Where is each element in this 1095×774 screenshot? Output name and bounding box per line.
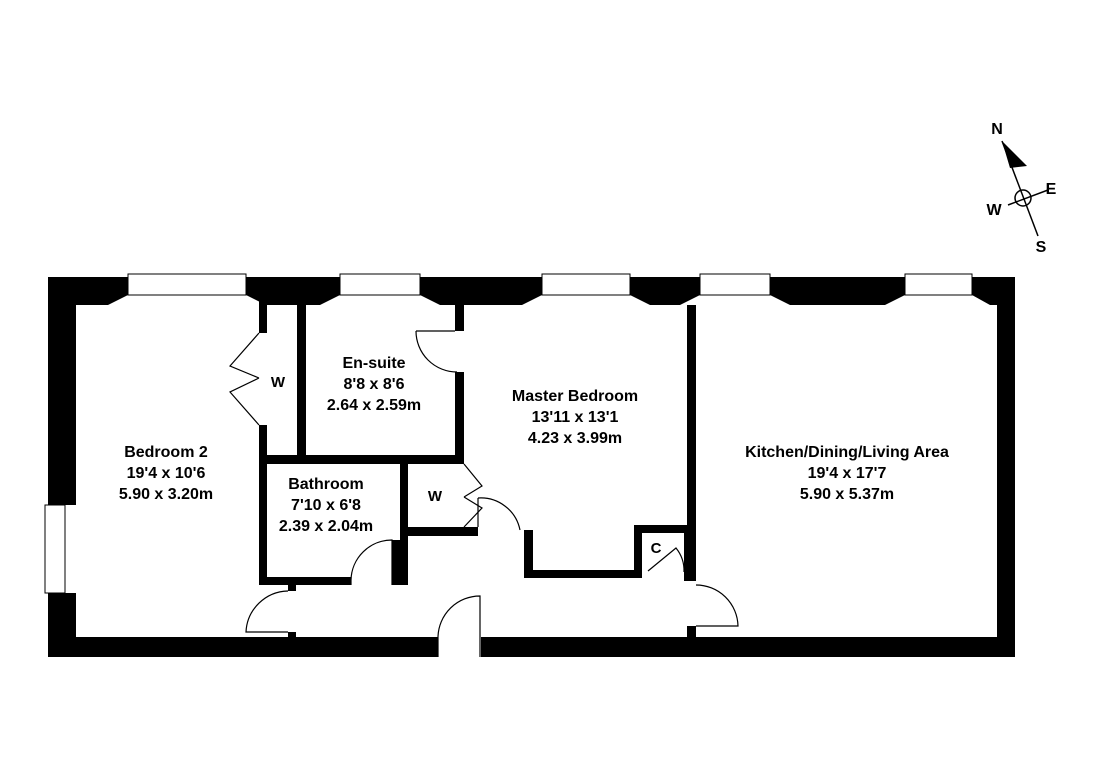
compass-icon: N E W S <box>986 121 1056 256</box>
room-name: En-suite <box>342 355 405 372</box>
door-entrance <box>437 595 481 657</box>
door-bathroom <box>350 539 393 585</box>
room-size-imperial: 19'4 x 10'6 <box>127 465 206 482</box>
door-wardrobe-small <box>463 463 483 528</box>
compass-north: N <box>991 121 1003 138</box>
room-size-imperial: 19'4 x 17'7 <box>808 465 887 482</box>
room-name: Kitchen/Dining/Living Area <box>745 444 949 461</box>
windows <box>44 273 973 601</box>
door-master <box>477 497 521 531</box>
window-bedroom2-top <box>127 273 247 296</box>
window-kitchen-1 <box>699 273 771 296</box>
room-size-imperial: 13'11 x 13'1 <box>532 409 619 426</box>
door-wardrobe-bedroom2 <box>228 332 260 426</box>
room-size-metric: 4.23 x 3.99m <box>528 430 622 447</box>
window-kitchen-2 <box>904 273 973 296</box>
wardrobe-label-bedroom2: W <box>271 374 286 391</box>
door-cupboard <box>647 547 685 573</box>
room-size-imperial: 7'10 x 6'8 <box>291 497 361 514</box>
room-name: Master Bedroom <box>512 388 638 405</box>
room-size-metric: 2.39 x 2.04m <box>279 518 373 535</box>
room-size-imperial: 8'8 x 8'6 <box>344 376 405 393</box>
window-ensuite <box>339 273 421 296</box>
door-bedroom2 <box>245 590 289 633</box>
room-size-metric: 5.90 x 5.37m <box>800 486 894 503</box>
compass-south: S <box>1036 239 1047 256</box>
doors <box>228 330 739 657</box>
room-label-master: Master Bedroom 13'11 x 13'1 4.23 x 3.99m <box>512 388 638 447</box>
window-master <box>541 273 631 296</box>
room-label-kitchen: Kitchen/Dining/Living Area 19'4 x 17'7 5… <box>745 444 949 503</box>
room-name: Bathroom <box>288 476 364 493</box>
compass-west: W <box>986 202 1002 219</box>
room-label-bathroom: Bathroom 7'10 x 6'8 2.39 x 2.04m <box>279 476 373 535</box>
door-kitchen <box>695 584 739 627</box>
room-label-ensuite: En-suite 8'8 x 8'6 2.64 x 2.59m <box>327 355 421 414</box>
compass-east: E <box>1046 181 1057 198</box>
door-ensuite <box>415 330 458 373</box>
interior-walls <box>259 295 696 637</box>
window-bedroom2-side <box>44 504 66 594</box>
window-reveals <box>76 295 997 305</box>
room-size-metric: 2.64 x 2.59m <box>327 397 421 414</box>
room-name: Bedroom 2 <box>124 444 208 461</box>
room-label-bedroom2: Bedroom 2 19'4 x 10'6 5.90 x 3.20m <box>119 444 213 503</box>
cupboard-label: C <box>651 540 662 557</box>
wardrobe-label-small: W <box>428 488 443 505</box>
outer-walls <box>48 277 1015 657</box>
room-size-metric: 5.90 x 3.20m <box>119 486 213 503</box>
